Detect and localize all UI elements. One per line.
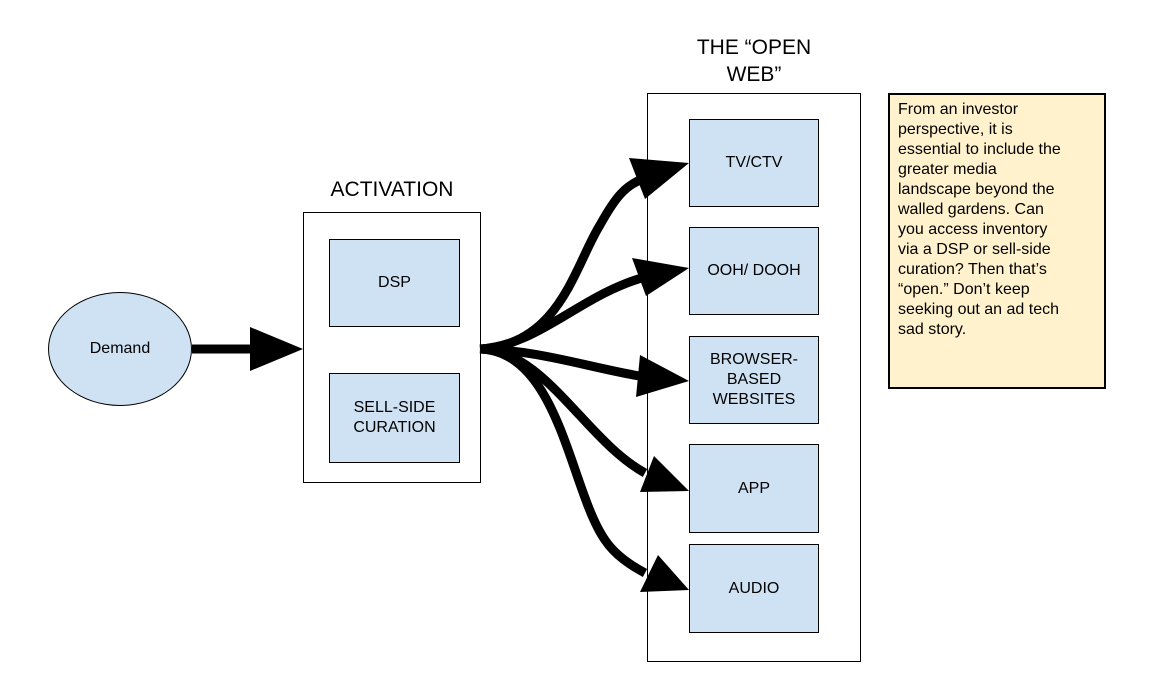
- browser-websites-node: BROWSER- BASED WEBSITES: [689, 336, 819, 424]
- open-web-frame: [647, 93, 861, 662]
- activation-title: ACTIVATION: [330, 178, 454, 201]
- app-node: APP: [689, 444, 819, 533]
- demand-node: Demand: [48, 292, 192, 406]
- activation-frame: [303, 212, 481, 483]
- arrow-activation-to-audio: [479, 344, 689, 592]
- sell-side-curation-node: SELL-SIDE CURATION: [329, 373, 460, 463]
- tv-ctv-node: TV/CTV: [689, 119, 819, 207]
- app-label: APP: [737, 479, 770, 497]
- arrow-demand-to-activation: [192, 327, 303, 371]
- dsp-node: DSP: [329, 239, 460, 327]
- investor-note: From an investor perspective, it is esse…: [888, 93, 1106, 389]
- open-web-title: THE “OPEN WEB”: [696, 36, 812, 86]
- ooh-dooh-node: OOH/ DOOH: [689, 227, 819, 315]
- audio-node: AUDIO: [689, 544, 819, 633]
- ooh-dooh-label: OOH/ DOOH: [707, 262, 801, 279]
- demand-label: Demand: [89, 340, 151, 357]
- sell-side-curation-label: SELL-SIDE CURATION: [353, 399, 436, 436]
- tv-ctv-label: TV/CTV: [725, 154, 783, 171]
- browser-websites-label: BROWSER- BASED WEBSITES: [710, 351, 798, 408]
- audio-label: AUDIO: [728, 579, 780, 597]
- dsp-label: DSP: [378, 274, 411, 291]
